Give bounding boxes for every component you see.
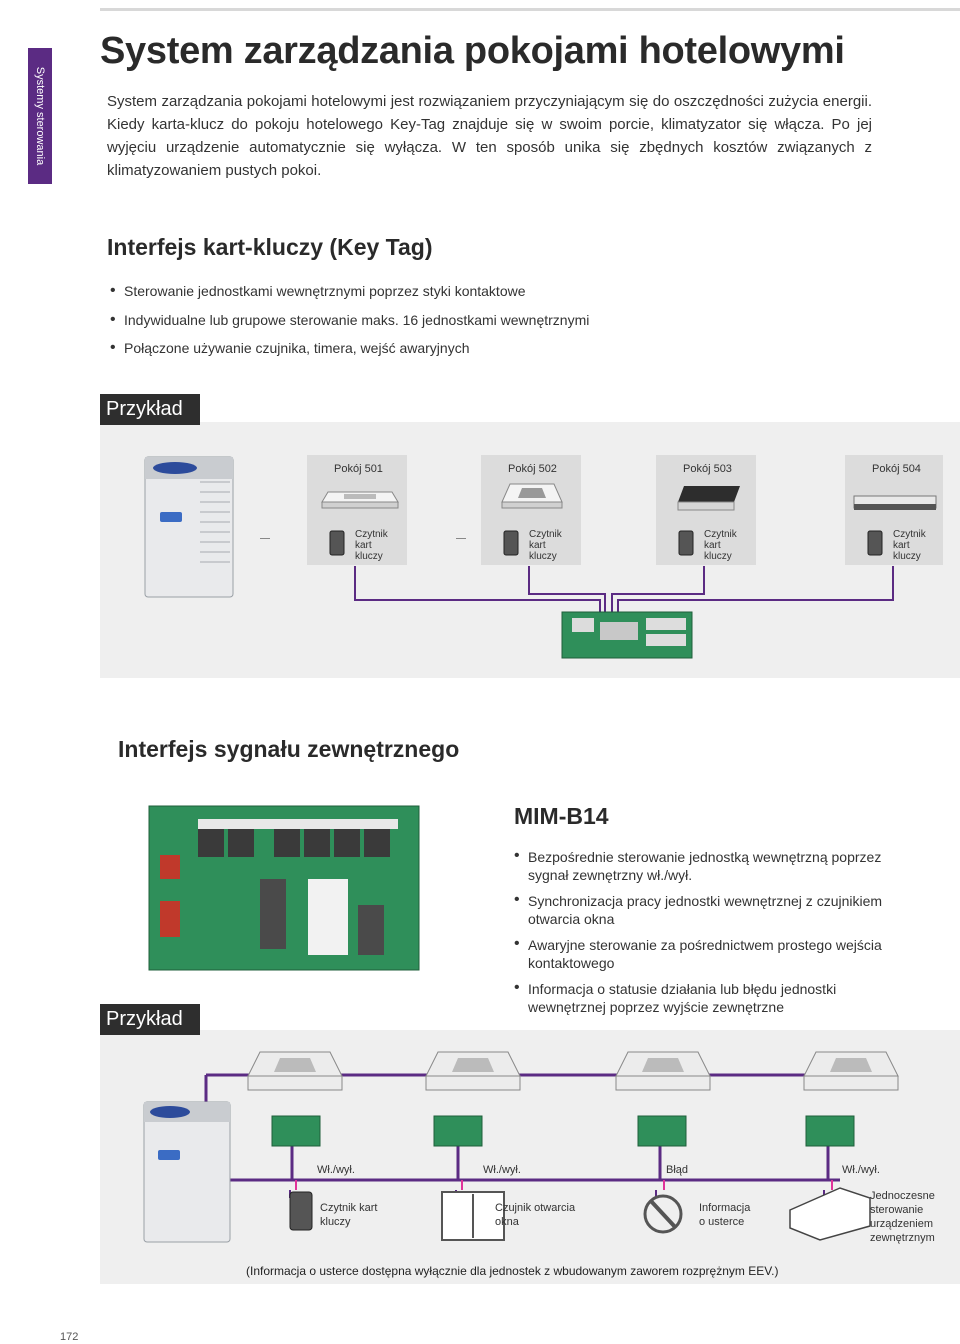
indoor-unit-image [677, 486, 740, 511]
section-side-tab: Systemy sterowania [28, 48, 52, 184]
section1-bullet: Połączone używanie czujnika, timera, wej… [110, 339, 589, 369]
signal-label: Wł./wył. [483, 1164, 521, 1176]
room-label: Pokój 503 [683, 463, 732, 475]
footnote: (Informacja o usterce dostępna wyłącznie… [246, 1264, 779, 1278]
example-label-1: Przykład [100, 394, 200, 425]
card-reader-icon [867, 530, 883, 556]
card-reader-icon [329, 530, 345, 556]
device-label: Jednoczesne sterowanie urządzeniem zewnę… [870, 1190, 935, 1244]
device-label: Czujnik otwarcia okna [495, 1202, 576, 1228]
page-number: 172 [60, 1331, 79, 1343]
section1-bullet: Sterowanie jednostkami wewnętrznymi popr… [110, 282, 589, 312]
section2-bullet: Awaryjne sterowanie za pośrednictwem pro… [514, 935, 914, 972]
example-label-2: Przykład [100, 1004, 200, 1035]
device-label: Informacja o usterce [699, 1202, 751, 1228]
card-reader-label: Czytnik kart kluczy [529, 529, 562, 562]
card-reader-label: Czytnik kart kluczy [355, 529, 388, 562]
mim-b14-board-image [148, 805, 420, 971]
room-label: Pokój 504 [872, 463, 921, 475]
card-reader-label: Czytnik kart kluczy [704, 529, 737, 562]
external-signal-diagram [143, 1051, 899, 1243]
section2-bullet: Informacja o statusie działania lub błęd… [514, 979, 914, 1016]
section2-bullet: Bezpośrednie sterowanie jednostką wewnęt… [514, 847, 914, 884]
room-box [307, 455, 407, 565]
section1-bullet: Indywidualne lub grupowe sterowanie maks… [110, 311, 589, 341]
device-label: Czytnik kart kluczy [320, 1202, 378, 1228]
outdoor-unit-image [144, 456, 234, 598]
section2-bullet: Synchronizacja pracy jednostki wewnętrzn… [514, 891, 914, 928]
indoor-unit-image [501, 483, 563, 509]
page-title: System zarządzania pokojami hotelowymi [100, 30, 845, 72]
wire-stub [260, 538, 270, 539]
signal-label: Błąd [666, 1164, 689, 1176]
section1-heading: Interfejs kart-kluczy (Key Tag) [107, 234, 433, 260]
wire-stub [456, 538, 466, 539]
card-reader-icon [503, 530, 519, 556]
room-box [481, 455, 581, 565]
signal-label: Wł./wył. [317, 1164, 355, 1176]
product-title: MIM-B14 [514, 803, 609, 829]
section1-bullets: Sterowanie jednostkami wewnętrznymi popr… [110, 282, 589, 369]
indoor-unit-image [853, 495, 937, 510]
section2-bullets: Bezpośrednie sterowanie jednostką wewnęt… [514, 847, 914, 1024]
top-rule [100, 8, 960, 11]
card-reader-label: Czytnik kart kluczy [893, 529, 926, 562]
card-reader-icon [678, 530, 694, 556]
section2-heading: Interfejs sygnału zewnętrznego [118, 736, 460, 762]
side-tab-label: Systemy sterowania [34, 66, 46, 166]
room-label: Pokój 502 [508, 463, 557, 475]
room-label: Pokój 501 [334, 463, 383, 475]
signal-label: Wł./wył. [842, 1164, 880, 1176]
wiring-diagram [354, 566, 894, 659]
intro-paragraph: System zarządzania pokojami hotelowymi j… [107, 93, 872, 179]
indoor-unit-image [321, 491, 399, 509]
